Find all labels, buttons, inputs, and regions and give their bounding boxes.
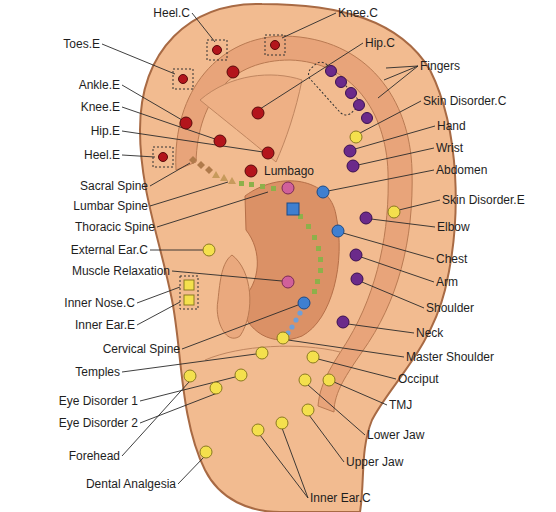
leader-line bbox=[122, 107, 215, 139]
point-label: Inner Ear.C bbox=[310, 491, 371, 505]
leader-line bbox=[282, 428, 308, 498]
point-label: Neck bbox=[416, 326, 443, 340]
dashed-box bbox=[207, 40, 227, 60]
point-label: Hip.C bbox=[365, 36, 395, 50]
point-label: Skin Disorder.C bbox=[423, 94, 506, 108]
point-label: Shoulder bbox=[426, 301, 474, 315]
leader-line bbox=[150, 250, 203, 251]
leader-line bbox=[150, 182, 228, 206]
spine-marker bbox=[189, 156, 213, 174]
point-label: Abdomen bbox=[436, 163, 487, 177]
leader-line bbox=[358, 148, 434, 165]
point-label: Eye Disorder 2 bbox=[59, 416, 138, 430]
point-label: Dental Analgesia bbox=[86, 477, 176, 491]
point-label: External Ear.C bbox=[71, 243, 148, 257]
leader-line bbox=[122, 354, 256, 372]
point-label: Heel.E bbox=[84, 148, 120, 162]
point-label: Elbow bbox=[437, 220, 470, 234]
leader-line bbox=[360, 101, 421, 133]
leader-line bbox=[122, 155, 155, 157]
point-label: Muscle Relaxation bbox=[72, 264, 170, 278]
point-label: Toes.E bbox=[63, 37, 100, 51]
leader-line bbox=[355, 126, 435, 149]
point-label: Upper Jaw bbox=[346, 455, 403, 469]
dashed-box bbox=[265, 35, 285, 55]
yellow-points bbox=[184, 131, 400, 458]
point-label: Heel.C bbox=[153, 6, 190, 20]
point-label: Ankle.E bbox=[79, 78, 120, 92]
tragus bbox=[217, 255, 250, 338]
point-label: Occiput bbox=[398, 372, 439, 386]
triangular-fossa bbox=[200, 75, 302, 162]
pink-points bbox=[282, 182, 294, 288]
leader-lines bbox=[102, 13, 440, 498]
point-label: Eye Disorder 1 bbox=[59, 394, 138, 408]
dashed-box bbox=[180, 276, 198, 309]
leader-line bbox=[361, 257, 434, 282]
leader-line bbox=[122, 131, 263, 152]
point-label: Lumbar Spine bbox=[73, 199, 148, 213]
leader-line bbox=[328, 170, 434, 191]
leader-line bbox=[378, 66, 418, 98]
dashed-box bbox=[173, 69, 193, 89]
leader-line bbox=[102, 44, 175, 74]
leader-line bbox=[157, 192, 268, 227]
leader-line bbox=[137, 302, 180, 325]
leader-line bbox=[260, 43, 363, 109]
leader-line bbox=[309, 415, 344, 462]
spine-marker bbox=[239, 181, 323, 294]
leader-line bbox=[362, 282, 424, 308]
leader-line bbox=[122, 85, 182, 120]
leader-line bbox=[288, 340, 404, 357]
point-label: Arm bbox=[436, 275, 458, 289]
leader-line bbox=[334, 382, 387, 405]
point-label: Inner Ear.E bbox=[75, 318, 135, 332]
point-label: Wrist bbox=[436, 141, 463, 155]
point-label: Hand bbox=[437, 119, 466, 133]
point-label: Cervical Spine bbox=[103, 342, 180, 356]
leader-line bbox=[348, 324, 414, 333]
point-label: Knee.C bbox=[338, 6, 378, 20]
leader-line bbox=[384, 66, 418, 80]
point-label: Sacral Spine bbox=[80, 179, 148, 193]
leader-line bbox=[137, 287, 180, 303]
point-label: Skin Disorder.E bbox=[442, 193, 525, 207]
leader-line bbox=[182, 305, 298, 349]
spine-marker bbox=[285, 310, 302, 335]
point-label: Temples bbox=[75, 365, 120, 379]
point-label: Chest bbox=[436, 252, 467, 266]
scapha bbox=[176, 36, 412, 412]
leader-line bbox=[399, 200, 440, 210]
leader-line bbox=[371, 219, 435, 227]
leader-line bbox=[150, 163, 190, 186]
purple-points bbox=[326, 66, 373, 329]
dashed-box bbox=[153, 147, 173, 167]
point-label: Knee.E bbox=[81, 100, 120, 114]
point-label: TMJ bbox=[389, 398, 412, 412]
point-label: Fingers bbox=[420, 59, 460, 73]
point-label: Lumbago bbox=[264, 164, 314, 178]
red-points bbox=[159, 41, 280, 178]
point-label: Forehead bbox=[69, 449, 120, 463]
point-label: Lower Jaw bbox=[367, 428, 424, 442]
leader-line bbox=[282, 13, 336, 38]
point-label: Inner Nose.C bbox=[64, 296, 135, 310]
leader-line bbox=[178, 457, 204, 484]
leader-line bbox=[192, 13, 215, 42]
leader-line bbox=[140, 392, 220, 423]
leader-line bbox=[308, 385, 365, 435]
dashed-box bbox=[305, 59, 361, 118]
spine-markers bbox=[189, 156, 323, 336]
dashed-boxes bbox=[153, 35, 362, 309]
point-label: Hip.E bbox=[91, 124, 120, 138]
ear-outline bbox=[140, 4, 456, 512]
concha bbox=[240, 181, 339, 340]
blue-points bbox=[287, 186, 344, 309]
spine-marker bbox=[212, 171, 236, 184]
point-label: Master Shoulder bbox=[406, 350, 494, 364]
point-label: Thoracic Spine bbox=[75, 220, 155, 234]
leader-line bbox=[260, 435, 308, 498]
